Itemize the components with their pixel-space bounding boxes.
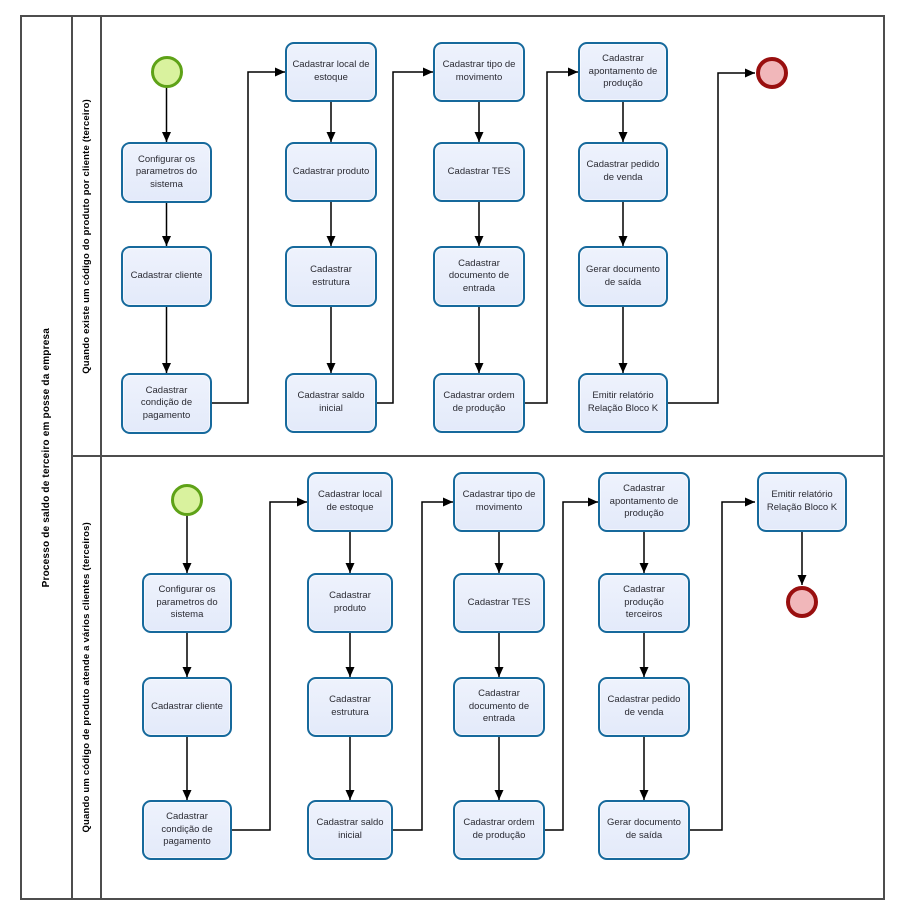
task[interactable]: Configurar os parametros do sistema xyxy=(121,142,212,203)
task-label: Configurar os parametros do sistema xyxy=(156,584,218,621)
flow-connector xyxy=(393,497,453,831)
task[interactable]: Cadastrar documento de entrada xyxy=(453,677,545,737)
task-label: Cadastrar TES xyxy=(447,165,511,177)
task[interactable]: Cadastrar local de estoque xyxy=(285,42,377,102)
task[interactable]: Emitir relatório Relação Bloco K xyxy=(578,373,668,433)
task-label: Cadastrar ordem de produção xyxy=(443,390,515,414)
task-label: Cadastrar saldo inicial xyxy=(316,817,384,841)
task-label: Cadastrar apontamento de produção xyxy=(588,53,658,90)
task[interactable]: Cadastrar saldo inicial xyxy=(307,800,393,860)
task-label: Cadastrar estrutura xyxy=(310,263,352,288)
lane-2-label-band: Quando um código de produto atende a vár… xyxy=(73,457,102,898)
task[interactable]: Gerar documento de saída xyxy=(578,246,668,307)
task-label: Cadastrar documento de entrada xyxy=(468,688,530,725)
end-event[interactable] xyxy=(786,586,818,618)
task[interactable]: Cadastrar pedido de venda xyxy=(598,677,690,737)
task[interactable]: Cadastrar saldo inicial xyxy=(285,373,377,433)
task-label: Cadastrar ordem de produção xyxy=(463,817,535,841)
flow-connector xyxy=(525,67,578,404)
task-label: Cadastrar local de estoque xyxy=(292,59,370,83)
lane-divider xyxy=(73,455,883,457)
task-label: Cadastrar TES xyxy=(467,596,531,608)
task-label: Gerar documento de saída xyxy=(586,263,660,288)
task[interactable]: Cadastrar ordem de produção xyxy=(433,373,525,433)
task-label: Cadastrar saldo inicial xyxy=(297,390,365,414)
pool-title-band: Processo de saldo de terceiro em posse d… xyxy=(22,17,73,898)
task-label: Cadastrar pedido de venda xyxy=(586,159,660,183)
task-label: Cadastrar cliente xyxy=(151,700,223,712)
flow-connector xyxy=(232,497,307,831)
task-label: Cadastrar documento de entrada xyxy=(448,257,510,294)
task[interactable]: Cadastrar condição de pagamento xyxy=(142,800,232,860)
task-label: Cadastrar condição de pagamento xyxy=(161,811,213,848)
task-label: Cadastrar produto xyxy=(329,590,371,614)
task-label: Cadastrar apontamento de produção xyxy=(609,483,679,520)
task[interactable]: Cadastrar cliente xyxy=(142,677,232,737)
task[interactable]: Cadastrar TES xyxy=(433,142,525,202)
task[interactable]: Cadastrar local de estoque xyxy=(307,472,393,532)
task[interactable]: Cadastrar pedido de venda xyxy=(578,142,668,202)
task-label: Gerar documento de saída xyxy=(607,817,681,841)
task[interactable]: Cadastrar cliente xyxy=(121,246,212,307)
task-label: Emitir relatório Relação Bloco K xyxy=(766,489,838,513)
task[interactable]: Cadastrar tipo de movimento xyxy=(433,42,525,102)
task[interactable]: Cadastrar produto xyxy=(307,573,393,633)
flow-connector xyxy=(377,67,433,404)
task[interactable]: Cadastrar documento de entrada xyxy=(433,246,525,307)
task[interactable]: Gerar documento de saída xyxy=(598,800,690,860)
task-label: Cadastrar condição de pagamento xyxy=(140,384,193,421)
flow-connector xyxy=(545,497,598,831)
task[interactable]: Cadastrar condição de pagamento xyxy=(121,373,212,434)
task[interactable]: Cadastrar tipo de movimento xyxy=(453,472,545,532)
task[interactable]: Cadastrar produção terceiros xyxy=(598,573,690,633)
task[interactable]: Emitir relatório Relação Bloco K xyxy=(757,472,847,532)
start-event[interactable] xyxy=(171,484,203,516)
flow-connector xyxy=(212,67,285,404)
task-label: Cadastrar produção terceiros xyxy=(623,584,665,621)
task-label: Cadastrar tipo de movimento xyxy=(442,59,516,83)
task[interactable]: Cadastrar produto xyxy=(285,142,377,202)
task[interactable]: Cadastrar ordem de produção xyxy=(453,800,545,860)
task[interactable]: Cadastrar estrutura xyxy=(285,246,377,307)
flow-connector xyxy=(690,497,755,831)
task[interactable]: Cadastrar apontamento de produção xyxy=(578,42,668,102)
end-event[interactable] xyxy=(756,57,788,89)
task[interactable]: Configurar os parametros do sistema xyxy=(142,573,232,633)
start-event[interactable] xyxy=(151,56,183,88)
lane-1-label-band: Quando existe um código do produto por c… xyxy=(73,17,102,455)
task-label: Cadastrar tipo de movimento xyxy=(462,489,536,513)
task-label: Cadastrar estrutura xyxy=(329,694,371,718)
task-label: Cadastrar pedido de venda xyxy=(607,694,681,718)
task[interactable]: Cadastrar TES xyxy=(453,573,545,633)
task-label: Cadastrar produto xyxy=(292,165,370,177)
task-label: Emitir relatório Relação Bloco K xyxy=(587,390,659,414)
task-label: Cadastrar cliente xyxy=(130,270,203,282)
flow-connector xyxy=(668,68,755,404)
task[interactable]: Cadastrar apontamento de produção xyxy=(598,472,690,532)
task-label: Cadastrar local de estoque xyxy=(318,489,382,513)
task-label: Configurar os parametros do sistema xyxy=(135,153,198,190)
task[interactable]: Cadastrar estrutura xyxy=(307,677,393,737)
